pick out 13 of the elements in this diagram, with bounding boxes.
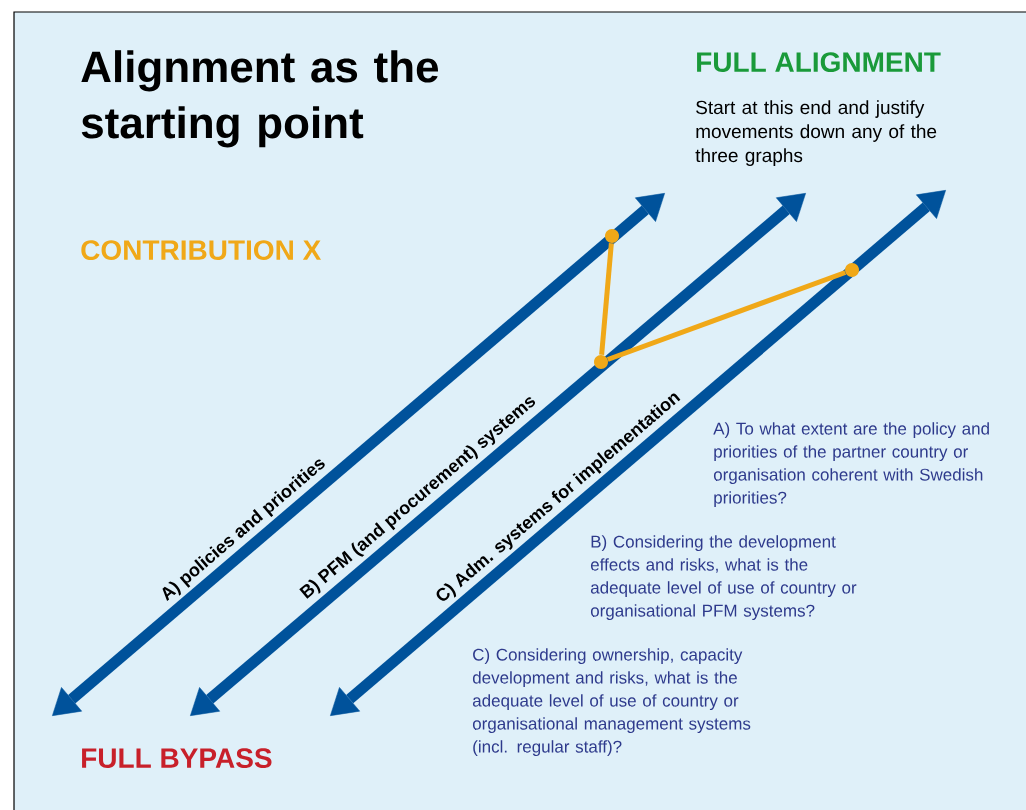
point-dot — [605, 229, 619, 243]
point-dot — [594, 355, 608, 369]
connector-line — [606, 270, 847, 362]
heading: FULL BYPASS — [82, 748, 272, 768]
question-text: C) Considering ownership, capacity development and risks, what is the adequate level of use of country or organisational management systems (incl. regular staff)? — [472, 648, 751, 757]
connector-line — [599, 242, 614, 356]
note-text: Start at this end and justify movements down any of the three graphs — [695, 100, 937, 166]
question-text: A) To what extent are the policy and priorities of the partner country or organisation coherent with Swedish priorities? — [713, 422, 989, 508]
question-text: B) Considering the development effects and risks, what is the adequate level of use of country or organisational PFM systems? — [590, 535, 857, 621]
title: Alignment as the starting point — [81, 50, 439, 148]
point-dot — [845, 263, 859, 277]
heading: FULL ALIGNMENT — [697, 52, 941, 72]
heading: CONTRIBUTION X — [81, 240, 322, 260]
